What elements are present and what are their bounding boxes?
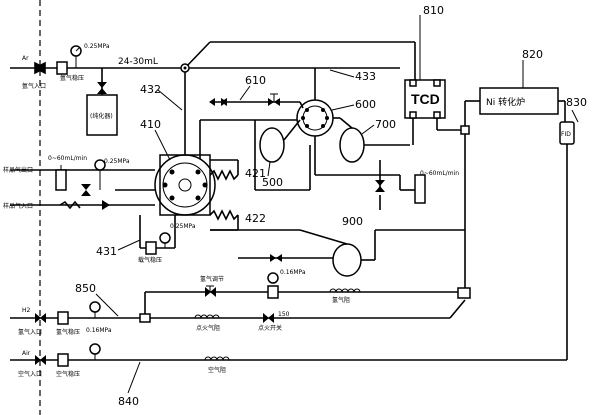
reference-numbers: 432 433 610 600 700 410 421 422 500 900 … bbox=[75, 69, 396, 408]
line-610 bbox=[209, 93, 300, 106]
h2-resistance-label: 氢气阻 bbox=[332, 296, 350, 304]
ref-500: 500 bbox=[262, 176, 283, 189]
p-025-left-label: 0.25MPa bbox=[104, 158, 130, 165]
h2-adjust-label: 氢气调节 bbox=[200, 275, 224, 283]
loop-700 bbox=[339, 127, 365, 163]
ref-810: 810 bbox=[423, 4, 444, 17]
ignition-switch-label: 点火开关 bbox=[258, 324, 282, 332]
ref-610: 610 bbox=[245, 74, 266, 87]
air-line bbox=[10, 343, 230, 367]
purifier-label: (纯化器) bbox=[90, 112, 113, 120]
main-vertical-lines bbox=[184, 72, 311, 191]
fid-label: FID bbox=[561, 131, 571, 138]
air-regulator-label: 空气稳压 bbox=[56, 370, 80, 378]
ar-inlet-label: 氩气入口 bbox=[22, 82, 46, 90]
right-return-line bbox=[314, 125, 470, 292]
valve-150-label: 150 bbox=[278, 311, 290, 318]
ref-850: 850 bbox=[75, 282, 96, 295]
ref-820: 820 bbox=[522, 48, 543, 61]
sample-in-label: 样品气入口 bbox=[3, 202, 33, 210]
ref-422: 422 bbox=[245, 212, 266, 225]
fid-detector bbox=[45, 101, 575, 361]
purifier-box bbox=[86, 94, 118, 136]
loop-900 bbox=[210, 229, 465, 277]
loop-500 bbox=[259, 127, 285, 163]
flow-right-label: 0~60mL/min bbox=[420, 170, 459, 177]
ni-label: Ni 转化炉 bbox=[486, 96, 525, 108]
flowmeter-left bbox=[55, 169, 67, 191]
p-016-left-label: 0.16MPa bbox=[86, 327, 112, 334]
ignition-resistance-label: 点火气阻 bbox=[196, 324, 220, 332]
h2-regulator-label: 氢气稳压 bbox=[56, 328, 80, 336]
ref-410: 410 bbox=[140, 118, 161, 131]
carrier-regulator-label: 载气稳压 bbox=[138, 256, 162, 264]
ar-label: Ar bbox=[22, 55, 29, 62]
ref-840: 840 bbox=[118, 395, 139, 408]
coil-422 bbox=[209, 209, 239, 231]
argon-line bbox=[10, 41, 416, 136]
h2-label: H2 bbox=[22, 307, 31, 314]
ref-433: 433 bbox=[355, 70, 376, 83]
ni-converter bbox=[464, 87, 565, 130]
ref-432: 432 bbox=[140, 83, 161, 96]
six-port-valve-600 bbox=[296, 68, 340, 137]
ref-421: 421 bbox=[245, 167, 266, 180]
air-label: Air bbox=[22, 350, 31, 357]
flowmeter-right bbox=[414, 174, 426, 204]
h2-inlet-label: 氢气入口 bbox=[18, 328, 42, 336]
ref-900: 900 bbox=[342, 215, 363, 228]
air-resistance-label: 空气阻 bbox=[208, 366, 226, 374]
six-port-valve-410 bbox=[154, 154, 216, 216]
ref-431: 431 bbox=[96, 245, 117, 258]
carrier-regulator bbox=[139, 215, 176, 255]
tcd-detector bbox=[404, 79, 465, 145]
ref-600: 600 bbox=[355, 98, 376, 111]
ref-830: 830 bbox=[566, 96, 587, 109]
p-025-top-label: 0.25MPa bbox=[84, 43, 110, 50]
hydrogen-line bbox=[10, 272, 471, 325]
sample-out-label: 样品气出口 bbox=[3, 166, 33, 174]
sample-lines bbox=[10, 159, 155, 210]
ref-700: 700 bbox=[375, 118, 396, 131]
ar-regulator-label: 氩气稳压 bbox=[60, 74, 84, 82]
air-inlet-label: 空气入口 bbox=[18, 370, 42, 378]
loop-volume-label: 24-30mL bbox=[118, 57, 158, 67]
coil-421 bbox=[209, 159, 239, 181]
tcd-label: TCD bbox=[411, 91, 440, 107]
p-016-right-label: 0.16MPa bbox=[280, 269, 306, 276]
flow-left-label: 0~60mL/min bbox=[48, 155, 87, 162]
p-025-bottom-label: 0.25MPa bbox=[170, 223, 196, 230]
